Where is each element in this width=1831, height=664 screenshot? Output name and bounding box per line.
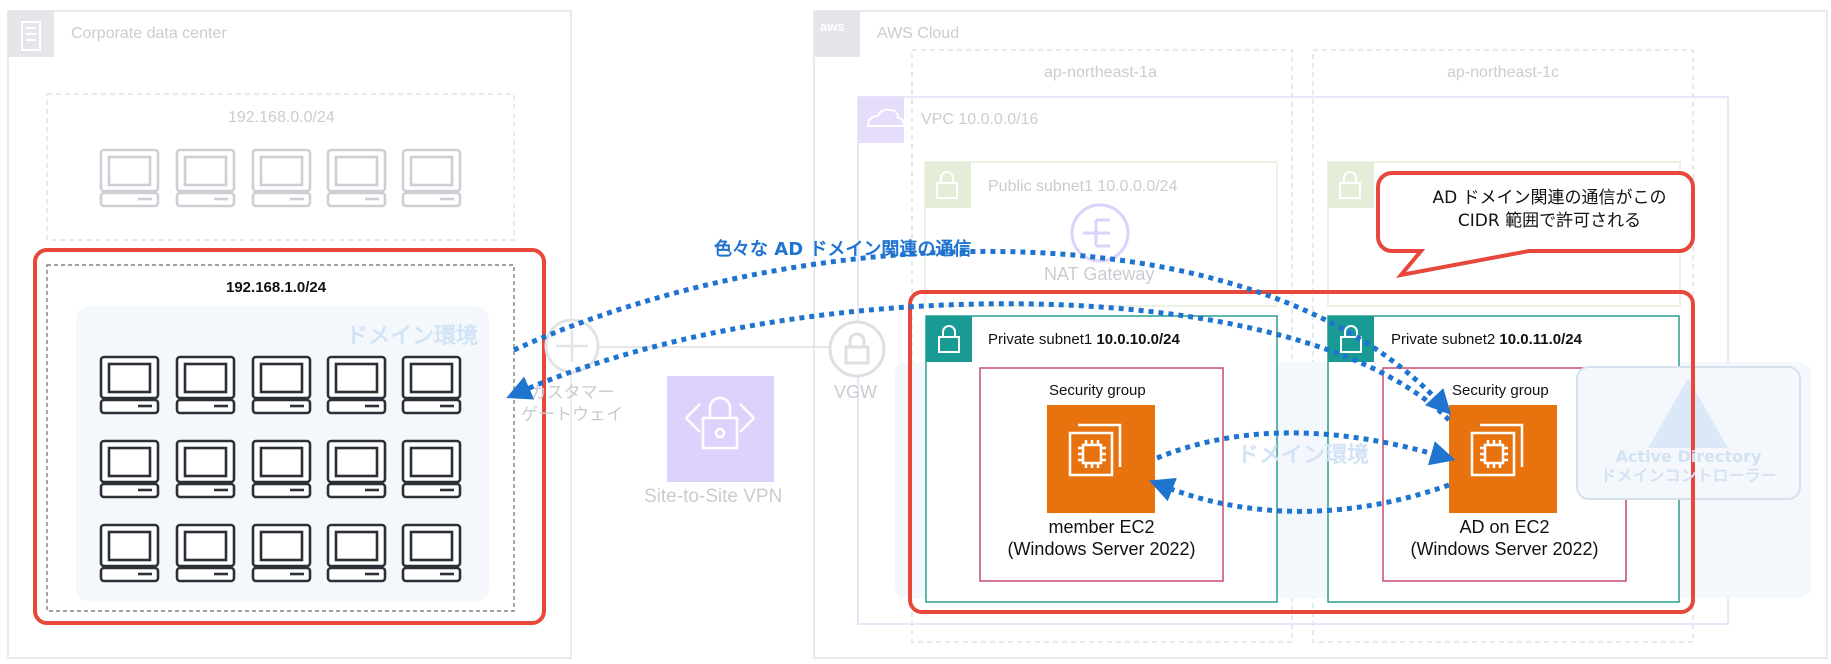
corporate-data-center-label: Corporate data center [71, 25, 227, 42]
public-subnet1-label: Public subnet1 10.0.0.0/24 [988, 178, 1178, 195]
arrow-ad-to-corporate [506, 301, 1451, 422]
private-subnet1-label: Private subnet1 10.0.10.0/24 [988, 331, 1180, 348]
member-ec2-icon [1047, 405, 1155, 513]
vgw-icon [828, 320, 886, 378]
aws-cloud-box [813, 10, 1828, 659]
callout-text: AD ドメイン関連の通信がこの CIDR 範囲で許可される [1392, 187, 1707, 233]
aws-highlight-box [908, 290, 1695, 614]
vpc-label: VPC 10.0.0.0/16 [921, 111, 1039, 128]
building-glyph [21, 21, 41, 51]
public-subnet2-icon [1328, 162, 1374, 208]
customer-gateway-line2: ゲートウェイ [521, 405, 623, 425]
ad-ec2-label: AD on EC2 (Windows Server 2022) [1383, 516, 1626, 560]
private-subnet2-prefix: Private subnet2 [1391, 331, 1500, 348]
private-subnet1-prefix: Private subnet1 [988, 331, 1097, 348]
arrow-ad-to-member [1149, 477, 1450, 514]
security-group1-label: Security group [1049, 382, 1146, 399]
arrow-member-to-ad [1156, 430, 1456, 466]
customer-gateway-icon [544, 318, 600, 374]
site-to-site-vpn-label: Site-to-Site VPN [644, 486, 783, 507]
aws-logo-icon [814, 11, 860, 57]
domain-laptops [99, 355, 462, 583]
ad-ec2-icon [1449, 405, 1557, 513]
active-directory-line1: Active Directory [1615, 447, 1762, 466]
security-group2-label: Security group [1452, 382, 1549, 399]
az-1a-label: ap-northeast-1a [1044, 64, 1157, 81]
corporate-highlight-box [33, 248, 546, 625]
callout-line1: AD ドメイン関連の通信がこの [1432, 188, 1667, 208]
member-ec2-os: (Windows Server 2022) [1007, 539, 1196, 559]
private-subnet2-label: Private subnet2 10.0.11.0/24 [1391, 331, 1582, 348]
aws-logo-text: aws [820, 19, 845, 34]
callout-bubble [1376, 171, 1695, 278]
aws-cloud-label: AWS Cloud [877, 25, 960, 42]
ad-ec2-os: (Windows Server 2022) [1410, 539, 1599, 559]
active-directory-label: Active Directory ドメインコントローラー [1577, 447, 1800, 485]
active-directory-line2: ドメインコントローラー [1600, 466, 1777, 485]
faded-cidr-label: 192.168.0.0/24 [228, 109, 335, 126]
member-ec2-name: member EC2 [1048, 517, 1155, 537]
vpc-icon [858, 97, 904, 143]
ad-ec2-name: AD on EC2 [1459, 517, 1550, 537]
faded-network-box [46, 93, 515, 241]
traffic-label: 色々な AD ドメイン関連の通信 [714, 239, 972, 260]
active-directory-triangle [1648, 378, 1728, 448]
customer-gateway-label: カスタマー ゲートウェイ [512, 382, 632, 426]
member-ec2-label: member EC2 (Windows Server 2022) [980, 516, 1223, 560]
private-subnet1-icon [926, 316, 972, 362]
customer-gateway-line1: カスタマー [529, 383, 615, 403]
private-subnet1-cidr: 10.0.10.0/24 [1096, 331, 1180, 348]
vgw-label: VGW [834, 382, 877, 402]
arrow-corporate-to-ad [512, 248, 1452, 415]
nat-gateway-icon [1070, 203, 1130, 263]
faded-laptops [99, 148, 462, 208]
corporate-domain-watermark: ドメイン環境 [346, 324, 479, 349]
callout-line2: CIDR 範囲で許可される [1457, 211, 1642, 231]
public-subnet1-icon [925, 162, 971, 208]
nat-gateway-label: NAT Gateway [1044, 264, 1155, 284]
domain-cidr-label: 192.168.1.0/24 [226, 279, 327, 296]
private-subnet2-cidr: 10.0.11.0/24 [1499, 331, 1582, 348]
az-1c-label: ap-northeast-1c [1447, 64, 1560, 81]
aws-domain-watermark: ドメイン環境 [1237, 443, 1370, 468]
